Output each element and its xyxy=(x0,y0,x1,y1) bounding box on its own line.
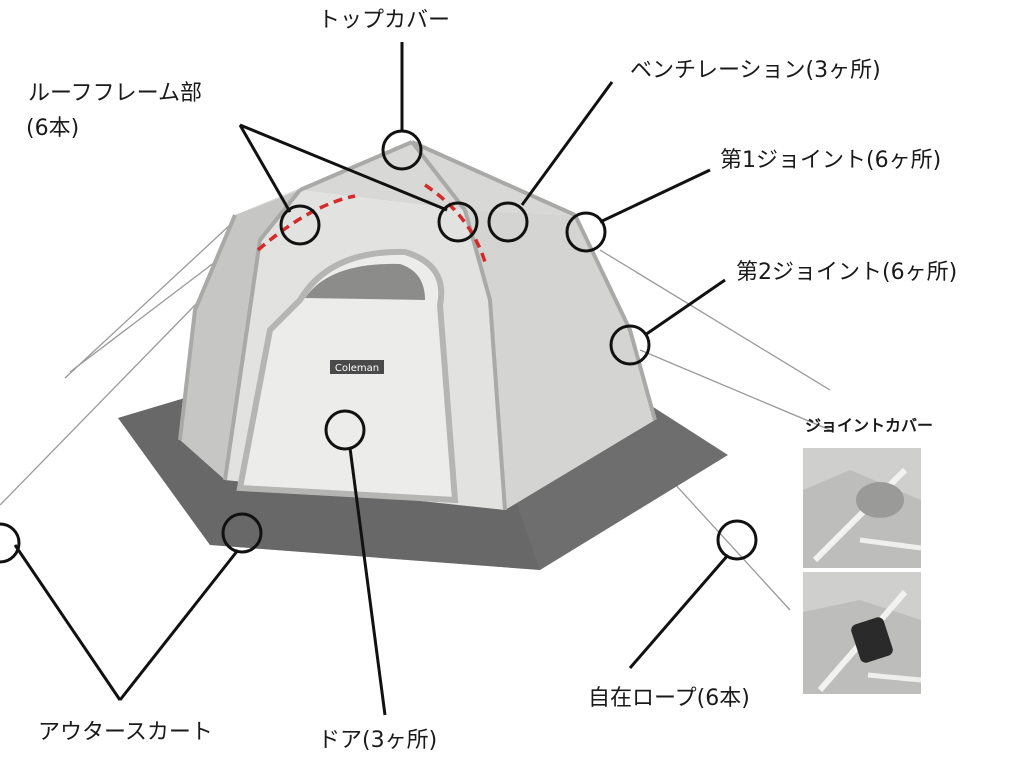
label-roof-frame-count: (6本) xyxy=(26,116,80,141)
label-joint-cover: ジョイントカバー xyxy=(805,416,934,435)
callout-circles xyxy=(0,129,758,564)
callout-roof-frame-left xyxy=(279,204,321,246)
callout-guy-rope xyxy=(716,519,758,561)
label-outer-skirt: アウタースカート xyxy=(38,720,213,745)
label-guy-rope: 自在ロープ(6本) xyxy=(588,686,750,711)
label-joint1: 第1ジョイント(6ヶ所) xyxy=(720,148,942,173)
callout-joint1 xyxy=(565,211,607,253)
coleman-logo-text: Coleman xyxy=(335,363,379,374)
callout-joint2 xyxy=(609,324,651,366)
callout-skirt-right xyxy=(221,512,263,554)
label-door: ドア(3ヶ所) xyxy=(318,728,438,753)
callout-lines xyxy=(13,42,730,716)
tent-roof xyxy=(235,142,575,215)
callout-skirt-left xyxy=(0,522,21,564)
coleman-logo xyxy=(330,360,384,374)
joint-cover-photo-2 xyxy=(803,572,922,694)
callout-door xyxy=(324,409,366,451)
roof-frame-dashes xyxy=(256,183,487,263)
label-ventilation: ベンチレーション(3ヶ所) xyxy=(630,58,881,83)
callout-ventilation xyxy=(487,201,529,243)
label-joint2: 第2ジョイント(6ヶ所) xyxy=(736,260,958,285)
label-roof-frame: ルーフフレーム部 xyxy=(28,81,203,106)
door-window xyxy=(305,263,425,300)
label-top-cover: トップカバー xyxy=(318,8,451,33)
callout-roof-frame-right xyxy=(437,201,479,243)
joint-cover-photo-1 xyxy=(803,448,922,568)
callout-top-cover xyxy=(381,129,423,171)
door-panel xyxy=(236,248,459,504)
